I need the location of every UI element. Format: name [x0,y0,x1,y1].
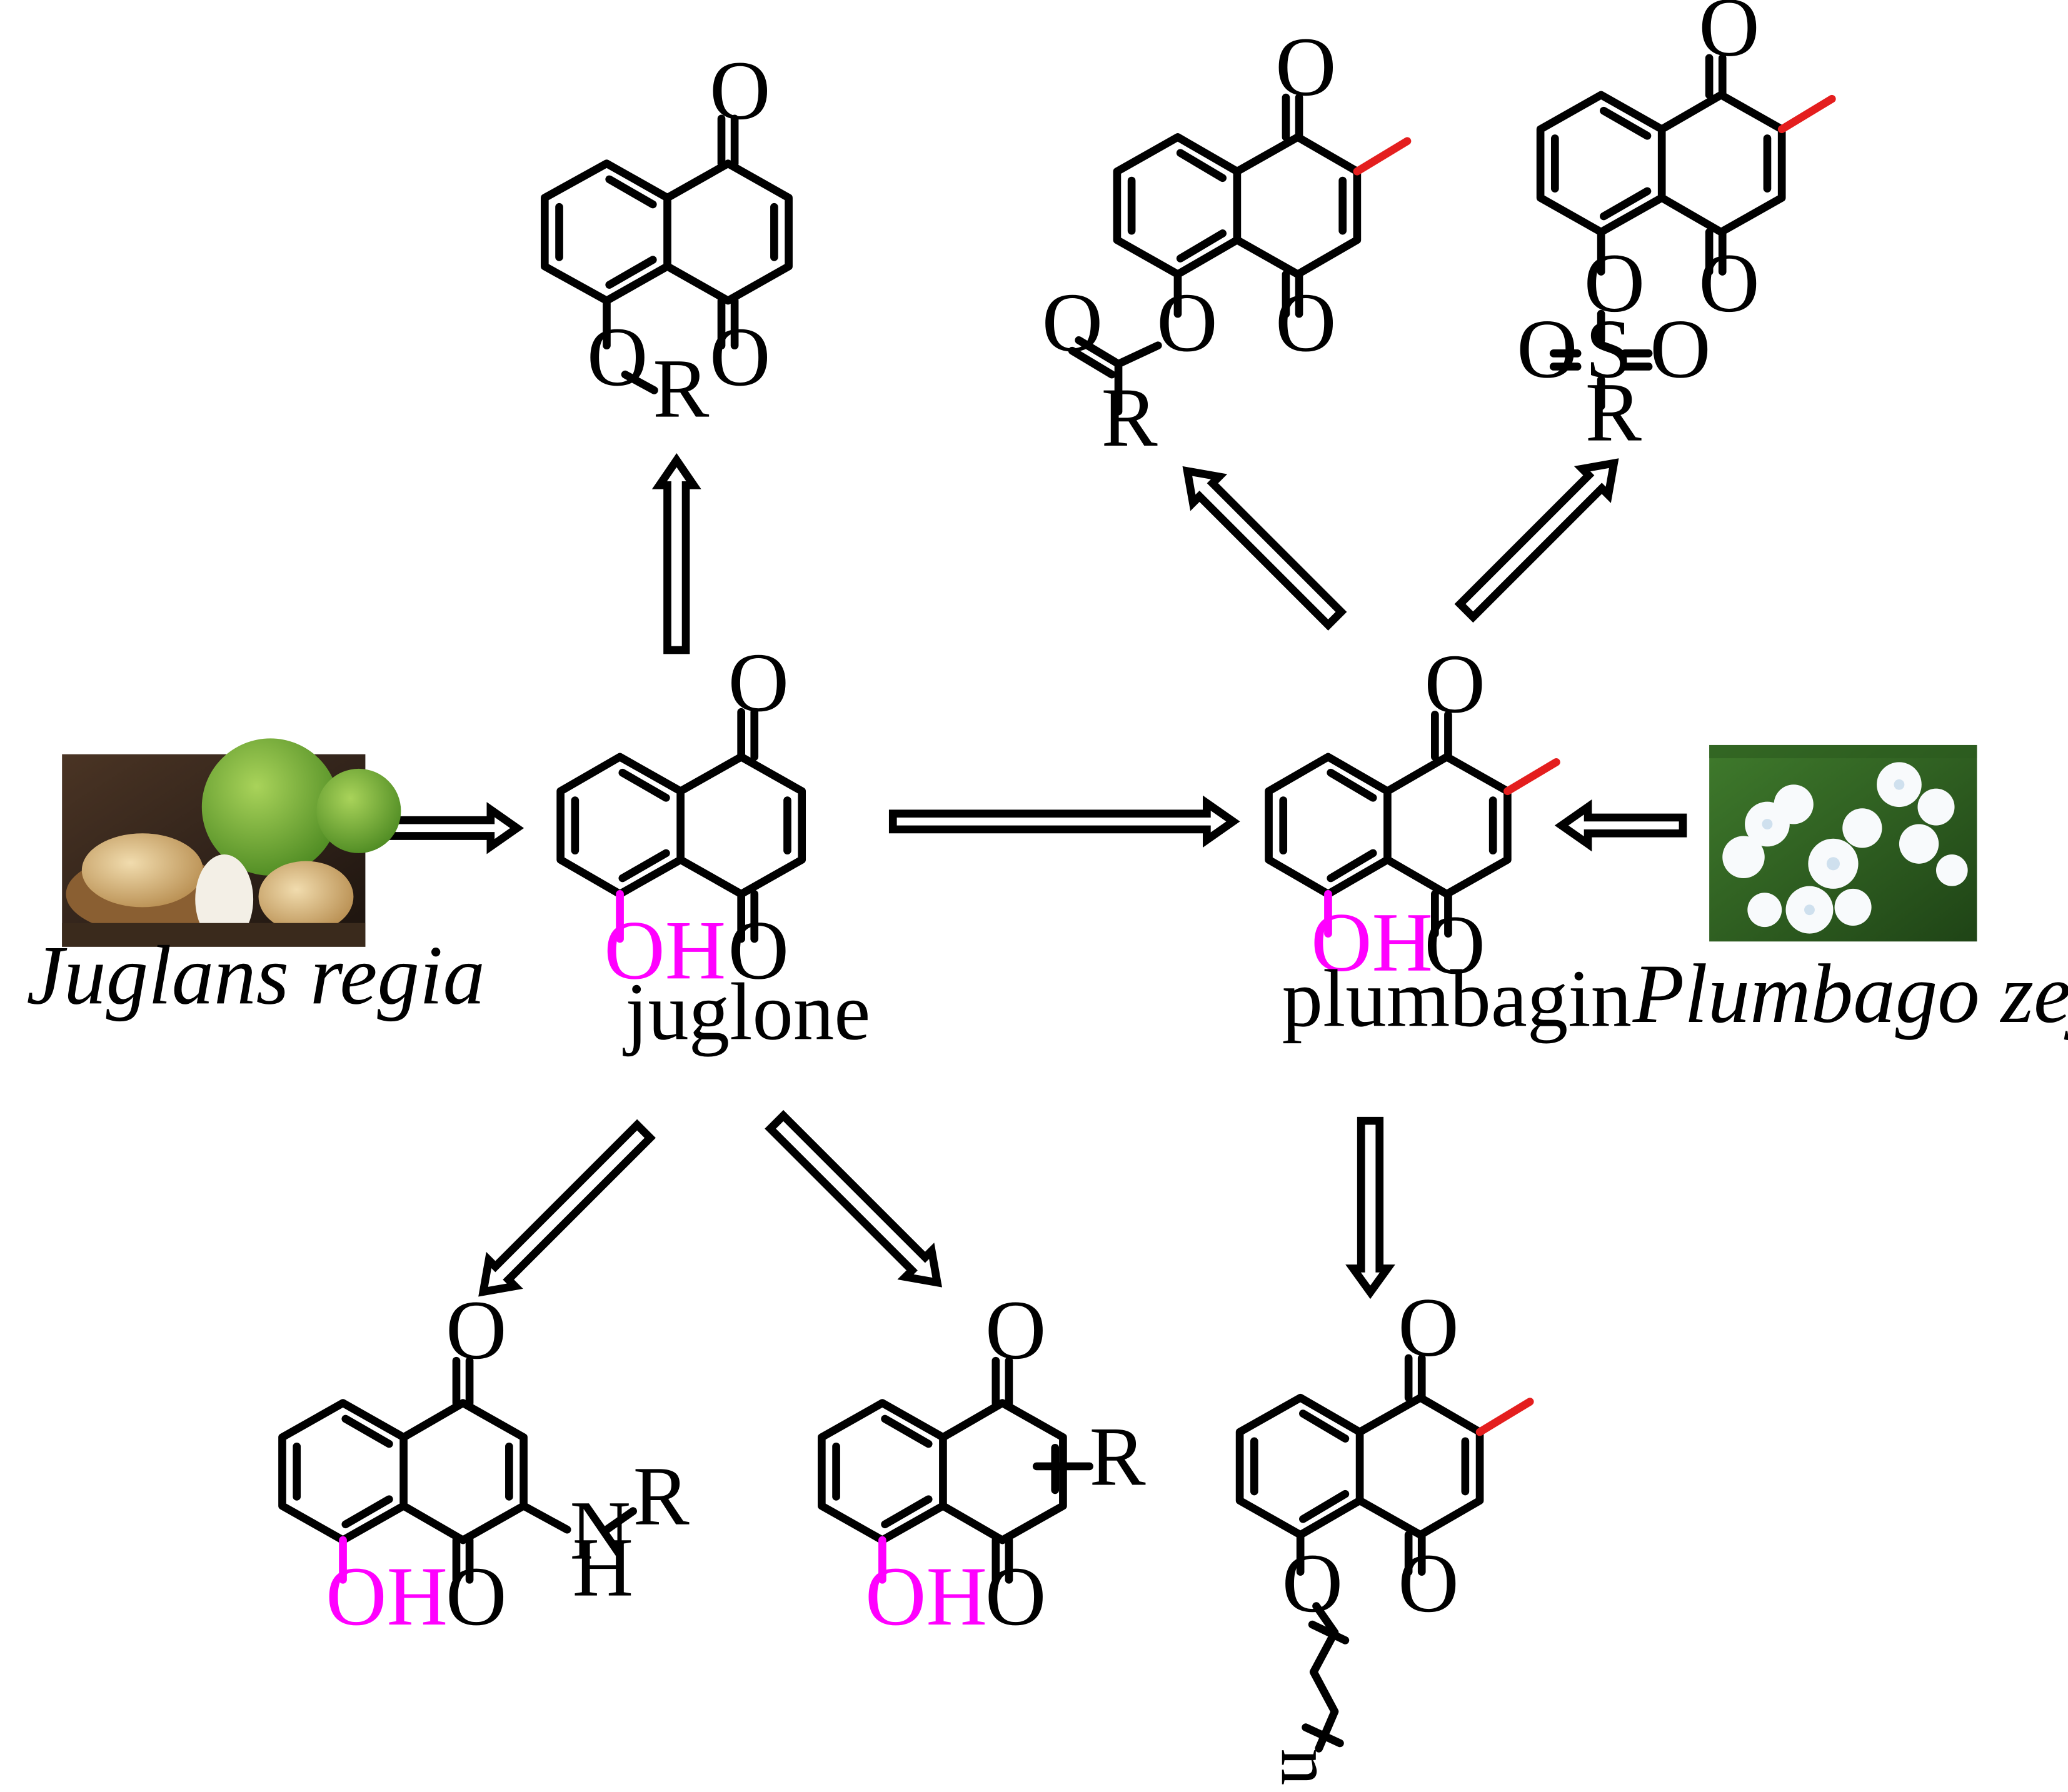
ether-o-bottom: O [710,311,771,404]
walnut-photo [62,738,401,947]
amino-h: H [573,1521,634,1614]
ether-o-link: O [587,311,648,404]
plumbagin-oh: OH [1311,896,1433,989]
juglone-o-bottom: O [728,904,790,997]
peg-o-bottom: O [1398,1537,1459,1630]
peg-n: n [1266,1748,1348,1785]
arrow-walnut-to-juglone [381,802,525,854]
sulfonate-derivative-structure: O O O S O O R [1517,0,1836,459]
ester-o-top: O [1275,21,1337,114]
plumbagin-o-bottom: O [1424,899,1485,992]
sulfonate-o-link: O [1584,237,1645,330]
amino-derivative-structure: O O OH N H R [278,1284,690,1643]
arrow-plumbagin-to-sulfonate [1454,458,1619,623]
arrow-juglone-to-substituted [765,1109,943,1288]
substituted-r: R [1090,1410,1146,1503]
ether-r: R [653,343,709,436]
peg-o-top: O [1398,1281,1459,1374]
species-juglans-regia: Juglans regia [26,929,485,1022]
arrow-juglone-to-plumbagin [888,795,1240,848]
plumbagin-name: plumbagin [1282,953,1632,1044]
substituted-derivative-structure: O O OH R [818,1284,1146,1643]
amino-o-top: O [446,1284,507,1377]
arrow-plumbagin-to-peg [1345,1116,1395,1299]
sulfonate-s: S [1585,303,1632,396]
substituted-oh: OH [865,1550,987,1643]
juglone-structure: O O OH juglone [556,636,870,1057]
ester-r: R [1102,371,1158,464]
peg-derivative-structure: O O O n [1235,1281,1534,1785]
amino-oh: OH [326,1550,448,1643]
arrow-plumbago-to-plumbagin [1554,799,1687,852]
sulfonate-r: R [1585,366,1642,459]
ester-o-bottom: O [1275,276,1337,369]
arrow-juglone-to-amino [478,1119,656,1297]
sulfonate-o-bottom: O [1699,237,1760,330]
ether-o-top: O [710,44,771,138]
arrow-juglone-to-ether [651,453,701,654]
sulfonate-o-right: O [1650,303,1711,396]
plumbagin-structure: O O OH plumbagin [1265,638,1632,1044]
substituted-o-top: O [985,1284,1047,1377]
juglone-name: juglone [623,966,870,1057]
plumbago-flower-photo [1709,744,1977,942]
ester-o-carbonyl: O [1042,276,1103,369]
amino-n: N [570,1484,631,1578]
ester-derivative-structure: O O O O R [1042,21,1412,464]
substituted-o-bottom: O [985,1550,1047,1643]
ether-derivative-structure: O O O R [540,44,793,436]
amino-o-bottom: O [446,1550,507,1643]
peg-o-link: O [1282,1537,1343,1630]
juglone-o-top: O [728,636,790,729]
ester-o-link: O [1157,276,1218,369]
sulfonate-o-left: O [1517,303,1578,396]
plumbagin-o-top: O [1424,638,1485,731]
amino-r: R [633,1450,690,1543]
species-plumbago-zeylanica: Plumbago zeylanica L. [1632,948,2068,1041]
sulfonate-o-top: O [1699,0,1760,74]
juglone-oh: OH [604,904,726,997]
arrow-plumbagin-to-ester [1182,466,1347,631]
